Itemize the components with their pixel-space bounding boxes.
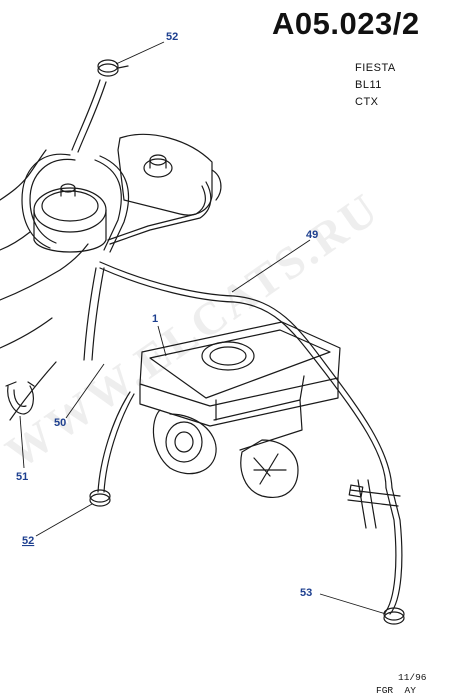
hose-clip-52-bottom — [89, 489, 111, 507]
leader-50 — [65, 363, 105, 419]
servo-unit — [33, 183, 107, 253]
callout-49: 49 — [306, 229, 318, 241]
callout-1: 1 — [152, 313, 158, 325]
leader-53 — [319, 593, 387, 615]
callout-52-top: 52 — [166, 31, 178, 43]
leader-49 — [231, 239, 311, 293]
leader-1 — [157, 325, 167, 357]
footer-code: FGR AY — [376, 685, 416, 696]
callout-53: 53 — [300, 587, 312, 599]
callout-52-bottom: 52 — [22, 535, 34, 547]
hose-clip-53 — [383, 607, 405, 625]
hose-clip-52-top — [97, 59, 129, 77]
callout-50: 50 — [54, 417, 66, 429]
model-line-2: BL11 — [355, 79, 382, 91]
leader-52-bottom — [35, 503, 93, 537]
vacuum-hoses — [21, 79, 403, 615]
hose-clip-51 — [5, 381, 35, 415]
leader-52-top — [115, 41, 165, 65]
diagram-code: A05.023/2 — [272, 6, 420, 41]
watermark-text: WWW.ELCATS.RU — [0, 182, 389, 478]
t-piece-connector — [347, 479, 401, 529]
footer-date: 11/96 — [398, 672, 427, 683]
throttle-body-assembly — [139, 321, 341, 498]
reservoir-tank — [117, 133, 222, 216]
callout-51: 51 — [16, 471, 28, 483]
leader-51 — [19, 415, 25, 469]
model-line-1: FIESTA — [355, 62, 396, 74]
model-line-3: CTX — [355, 96, 379, 108]
